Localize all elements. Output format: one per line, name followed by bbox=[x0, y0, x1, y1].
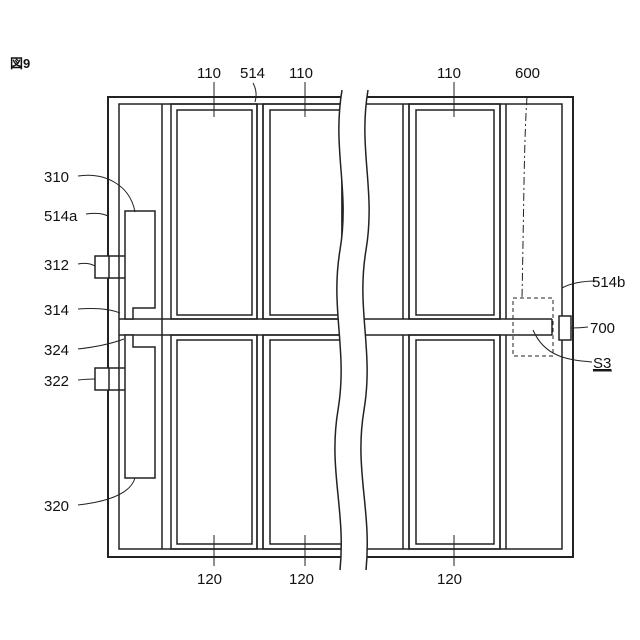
label-310: 310 bbox=[44, 169, 69, 186]
label-320: 320 bbox=[44, 498, 69, 515]
right-pad bbox=[559, 316, 571, 340]
label-s3: S3 bbox=[593, 355, 611, 372]
label-514a: 514a bbox=[44, 208, 78, 225]
column-separators bbox=[257, 104, 506, 549]
left-pads bbox=[95, 256, 125, 390]
bar-310-shape bbox=[125, 211, 155, 319]
cell-110-outer-1 bbox=[171, 104, 257, 319]
cell-120-outer-2 bbox=[263, 335, 342, 549]
label-514: 514 bbox=[240, 65, 265, 82]
cell-120-outer-1 bbox=[171, 335, 257, 549]
label-600: 600 bbox=[515, 65, 540, 82]
label-120-2: 120 bbox=[289, 571, 314, 588]
cell-120-inner-2 bbox=[270, 340, 342, 544]
label-700: 700 bbox=[590, 320, 615, 337]
figure-label: 図9 bbox=[10, 56, 30, 71]
cells-110 bbox=[171, 104, 500, 319]
cell-120-inner-3 bbox=[416, 340, 494, 544]
label-314: 314 bbox=[44, 302, 69, 319]
cell-120-outer-3 bbox=[409, 335, 500, 549]
pad-700-shape bbox=[559, 316, 571, 340]
label-110-3: 110 bbox=[437, 65, 461, 82]
label-312: 312 bbox=[44, 257, 69, 274]
leader-lines bbox=[78, 82, 596, 566]
cell-110-inner-1 bbox=[177, 110, 252, 315]
label-120-3: 120 bbox=[437, 571, 462, 588]
label-110-1: 110 bbox=[197, 65, 221, 82]
cell-110-inner-2 bbox=[270, 110, 342, 315]
dashdot-line-600 bbox=[522, 97, 527, 298]
cell-110-inner-3 bbox=[416, 110, 494, 315]
bar-320-shape bbox=[125, 335, 155, 478]
label-324: 324 bbox=[44, 342, 69, 359]
cell-110-outer-3 bbox=[409, 104, 500, 319]
label-120-1: 120 bbox=[197, 571, 222, 588]
bars-310-320 bbox=[125, 211, 155, 478]
pad-322-shape bbox=[95, 368, 109, 390]
dashed-box-s3 bbox=[513, 298, 553, 356]
label-322: 322 bbox=[44, 373, 69, 390]
pad-312-shape bbox=[95, 256, 109, 278]
label-514b: 514b bbox=[592, 274, 625, 291]
cell-110-outer-2 bbox=[263, 104, 342, 319]
cell-120-inner-1 bbox=[177, 340, 252, 544]
center-bar bbox=[119, 319, 552, 335]
label-110-2: 110 bbox=[289, 65, 313, 82]
